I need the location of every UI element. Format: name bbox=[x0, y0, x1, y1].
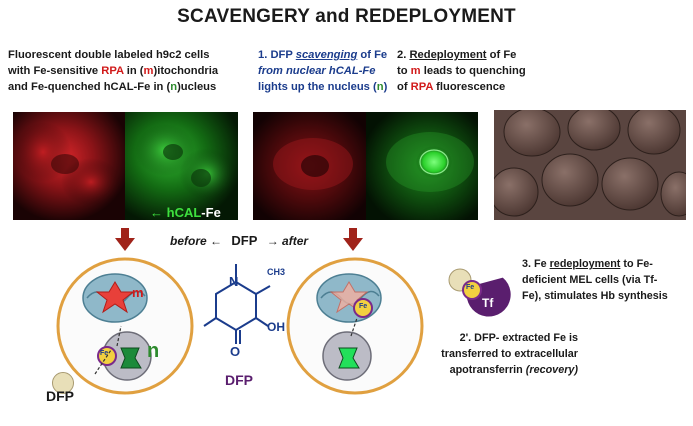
dfp-o-label: O bbox=[230, 344, 241, 359]
dfp-before-after: before ← DFP → after bbox=[170, 233, 309, 248]
hcal-label: ← hCAL-Fe bbox=[150, 205, 221, 220]
page-title: SCAVENGERY and REDEPLOYMENT bbox=[177, 6, 516, 27]
nucleus-after bbox=[322, 331, 372, 381]
dfp-name-label: DFP bbox=[225, 372, 253, 388]
label-fe-right: Fe bbox=[359, 303, 368, 310]
label-tf: Tf bbox=[482, 296, 494, 310]
mitochondrion-before bbox=[82, 273, 148, 323]
label-fe-left: Fe bbox=[100, 350, 109, 357]
dfp-label-left: DFP bbox=[46, 388, 74, 404]
caption-step2: 2. Redeployment of Fe to m leads to quen… bbox=[397, 49, 526, 93]
caption-step1: 1. DFP scavenging of Fe from nuclear hCA… bbox=[258, 49, 388, 93]
micrograph-hcal-after bbox=[366, 112, 478, 220]
label-n: n bbox=[147, 340, 160, 362]
caption-step3: 3. Fe redeployment to Fe- deficient MEL … bbox=[522, 258, 668, 302]
caption-left-line2: with Fe-sensitive RPA in (m)itochondria bbox=[8, 65, 219, 77]
caption-left: Fluorescent double labeled h9c2 cells wi… bbox=[8, 47, 238, 95]
micrograph-rpa-before bbox=[13, 112, 125, 220]
hcal-shape bbox=[120, 347, 142, 369]
mitochondrion-after bbox=[316, 273, 382, 323]
micrograph-mel-cells bbox=[494, 110, 686, 220]
dfp-n-label: N bbox=[229, 274, 239, 289]
nucleus-before bbox=[97, 331, 152, 381]
rpa-star bbox=[95, 281, 135, 314]
micrograph-hcal-before bbox=[125, 112, 238, 220]
label-m-left: m bbox=[132, 285, 144, 300]
dfp-ch3-label: CH3 bbox=[267, 267, 286, 277]
micrograph-rpa-after bbox=[253, 112, 366, 220]
caption-step2-prime: 2'. DFP- extracted Fe is transferred to … bbox=[441, 332, 578, 376]
dfp-molecule-icon bbox=[52, 372, 74, 394]
dfp-chemical-structure bbox=[203, 264, 271, 344]
cell-diagram-after bbox=[286, 257, 424, 395]
down-arrow-left-icon bbox=[115, 228, 135, 251]
down-arrow-right-icon bbox=[343, 228, 363, 251]
transferrin-fe-icon bbox=[448, 268, 511, 317]
fe-badge-right bbox=[353, 298, 373, 318]
caption-left-line1: Fluorescent double labeled h9c2 cells bbox=[8, 49, 210, 61]
dfp-oh-label: OH bbox=[267, 320, 285, 334]
cell-diagram-before bbox=[56, 257, 194, 395]
label-fe-tf: Fe bbox=[466, 284, 475, 291]
caption-left-line3: and Fe-quenched hCAL-Fe in (n)ucleus bbox=[8, 81, 217, 93]
